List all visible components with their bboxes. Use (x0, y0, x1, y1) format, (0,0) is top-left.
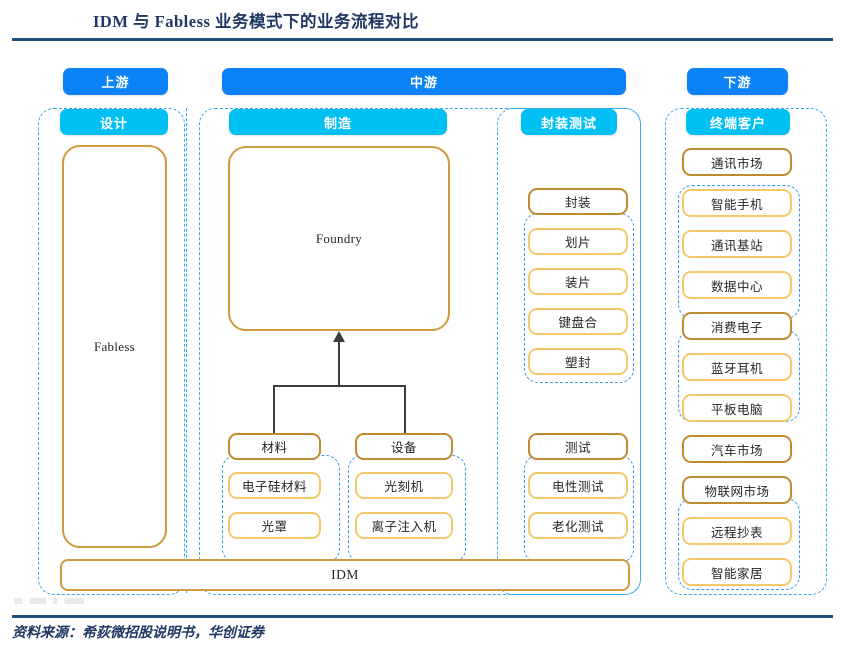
box-test-item-1-label: 老化测试 (551, 520, 604, 534)
box-material-item-0-label: 电子硅材料 (241, 480, 307, 494)
region-upstream-edge (186, 108, 189, 593)
box-customer-group-2-head-label: 汽车市场 (710, 443, 763, 458)
connector-equipment-riser (404, 385, 406, 433)
box-customer-0-item-1-label: 通讯基站 (710, 238, 763, 253)
box-equipment-head[interactable]: 设备 (355, 433, 453, 460)
box-package-item-3[interactable]: 塑封 (528, 348, 628, 375)
tier2-label-customers: 终端客户 (709, 115, 766, 131)
region-packaging-boundary (497, 108, 641, 595)
box-materials-head[interactable]: 材料 (228, 433, 321, 460)
tier1-label-midstream: 中游 (409, 75, 438, 90)
box-materials-head-label: 材料 (261, 441, 288, 455)
box-package-item-2[interactable]: 键盘合 (528, 308, 628, 335)
tier2-label-manufacture: 制造 (323, 115, 352, 131)
box-package-item-2-label: 键盘合 (558, 316, 598, 330)
box-equipment-item-1-label: 离子注入机 (371, 520, 437, 534)
box-equipment-item-0[interactable]: 光刻机 (355, 472, 453, 499)
box-customer-group-3-head[interactable]: 物联网市场 (682, 476, 792, 504)
box-equipment-head-label: 设备 (390, 441, 417, 455)
box-customer-group-1-head[interactable]: 消费电子 (682, 312, 792, 340)
connector-materials-riser (273, 385, 275, 433)
box-test-item-0[interactable]: 电性测试 (528, 472, 628, 499)
box-customer-0-item-2[interactable]: 数据中心 (682, 271, 792, 299)
box-customer-group-1-head-label: 消费电子 (710, 320, 763, 335)
box-package-head-label: 封装 (564, 196, 591, 210)
box-foundry[interactable]: Foundry (228, 146, 450, 331)
box-customer-1-item-0-label: 蓝牙耳机 (710, 361, 763, 376)
box-customer-group-0-head-label: 通讯市场 (710, 156, 763, 171)
box-equipment-item-1[interactable]: 离子注入机 (355, 512, 453, 539)
connector-bracket (273, 385, 406, 387)
box-equipment-item-0-label: 光刻机 (384, 480, 424, 494)
page-title: IDM 与 Fabless 业务模式下的业务流程对比 (93, 12, 420, 31)
footer-artifact (14, 598, 84, 604)
box-package-item-0-label: 划片 (564, 236, 591, 250)
tier2-chip-manufacture[interactable]: 制造 (229, 109, 447, 135)
box-customer-1-item-0[interactable]: 蓝牙耳机 (682, 353, 792, 381)
tier1-chip-downstream[interactable]: 下游 (687, 68, 788, 95)
box-customer-3-item-0[interactable]: 远程抄表 (682, 517, 792, 545)
box-package-item-3-label: 塑封 (564, 356, 591, 370)
box-fabless-label: Fabless (93, 338, 136, 354)
tier2-chip-customers[interactable]: 终端客户 (686, 109, 790, 135)
box-customer-group-0-head[interactable]: 通讯市场 (682, 148, 792, 176)
box-customer-3-item-1[interactable]: 智能家居 (682, 558, 792, 586)
box-material-item-1-label: 光罩 (261, 520, 288, 534)
tier1-chip-upstream[interactable]: 上游 (63, 68, 168, 95)
box-package-item-1-label: 装片 (564, 276, 591, 290)
connector-arrowhead-icon (333, 331, 345, 342)
box-test-head-label: 测试 (564, 441, 591, 455)
box-package-head[interactable]: 封装 (528, 188, 628, 215)
tier2-label-packaging: 封装测试 (540, 115, 597, 131)
tier2-label-design: 设计 (99, 115, 128, 131)
box-customer-1-item-1[interactable]: 平板电脑 (682, 394, 792, 422)
box-package-item-0[interactable]: 划片 (528, 228, 628, 255)
region-design-boundary (38, 108, 185, 595)
region-customers-boundary (665, 108, 827, 595)
source-note: 资料来源：希荻微招股说明书，华创证券 (12, 626, 264, 641)
box-customer-3-item-1-label: 智能家居 (710, 566, 763, 581)
connector-trunk (338, 342, 340, 386)
footer-divider (12, 615, 833, 618)
box-idm-label: IDM (331, 567, 359, 582)
box-test-item-1[interactable]: 老化测试 (528, 512, 628, 539)
box-customer-0-item-0-label: 智能手机 (710, 197, 763, 212)
box-material-item-0[interactable]: 电子硅材料 (228, 472, 321, 499)
box-package-item-1[interactable]: 装片 (528, 268, 628, 295)
box-foundry-label: Foundry (315, 230, 363, 246)
box-customer-group-2-head[interactable]: 汽车市场 (682, 435, 792, 463)
box-idm[interactable]: IDM (60, 559, 630, 591)
tier2-chip-packaging[interactable]: 封装测试 (521, 109, 617, 135)
tier1-chip-midstream[interactable]: 中游 (222, 68, 626, 95)
box-customer-1-item-1-label: 平板电脑 (710, 402, 763, 417)
box-customer-0-item-1[interactable]: 通讯基站 (682, 230, 792, 258)
tier1-label-upstream: 上游 (101, 75, 130, 90)
title-divider (12, 38, 833, 41)
box-test-head[interactable]: 测试 (528, 433, 628, 460)
box-fabless[interactable]: Fabless (62, 145, 167, 548)
tier2-chip-design[interactable]: 设计 (60, 109, 168, 135)
box-material-item-1[interactable]: 光罩 (228, 512, 321, 539)
box-customer-0-item-0[interactable]: 智能手机 (682, 189, 792, 217)
box-customer-3-item-0-label: 远程抄表 (710, 525, 763, 540)
box-test-item-0-label: 电性测试 (551, 480, 604, 494)
tier1-label-downstream: 下游 (723, 75, 752, 90)
box-customer-group-3-head-label: 物联网市场 (704, 484, 770, 499)
box-customer-0-item-2-label: 数据中心 (710, 279, 763, 294)
